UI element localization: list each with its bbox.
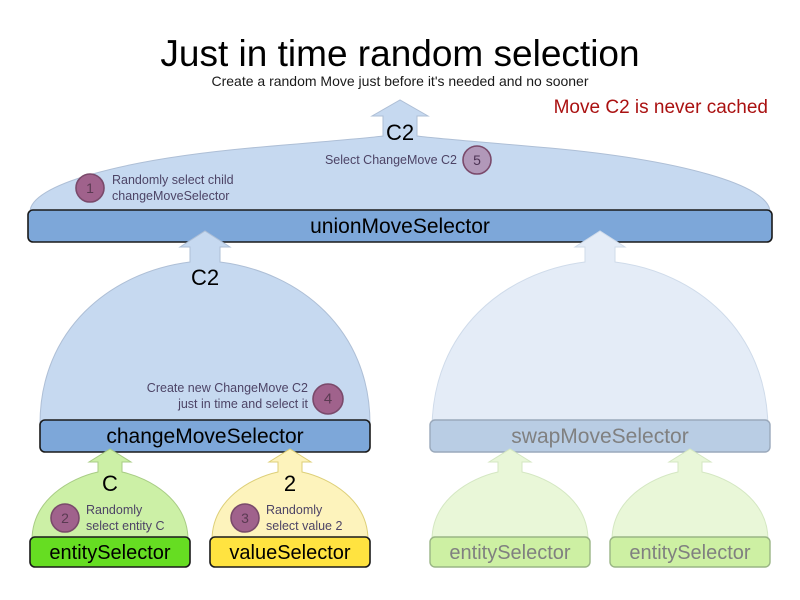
step-4-line-1: Create new ChangeMove C2 [147,381,308,395]
arrow-swap-to-union [431,230,769,431]
node-entity-selector-swap-a[interactable]: entitySelector [429,536,591,568]
arrow-change-to-union [39,230,371,425]
step-2-line-2: select entity C [86,519,165,533]
step-3-line-1: Randomly [266,503,323,517]
move-label-value-left: 2 [284,471,296,496]
step-4-number: 4 [324,391,332,408]
node-union-move-selector[interactable]: unionMoveSelector [27,209,773,243]
move-label-change: C2 [191,265,219,290]
step-4-line-2: just in time and select it [177,397,308,411]
move-label-union: C2 [386,120,414,145]
step-5-number: 5 [473,152,481,168]
step-5-line-1: Select ChangeMove C2 [325,153,457,167]
step-5-badge: 5 [462,145,492,175]
node-change-move-selector-label: changeMoveSelector [106,425,303,448]
step-3-line-2: select value 2 [266,519,342,533]
step-1-number: 1 [86,180,94,196]
step-3-badge: 3 [230,503,260,533]
step-2-number: 2 [61,510,69,526]
node-entity-selector-swap-b[interactable]: entitySelector [609,536,771,568]
node-value-selector-left-label: valueSelector [229,542,351,564]
step-2-line-1: Randomly [86,503,143,517]
node-entity-selector-left[interactable]: entitySelector [29,536,191,568]
node-entity-selector-swap-a-label: entitySelector [449,542,571,564]
node-entity-selector-left-label: entitySelector [49,542,171,564]
step-1-badge: 1 [75,173,105,203]
arrow-union-to-top [29,99,771,213]
node-change-move-selector[interactable]: changeMoveSelector [39,419,371,453]
page-subtitle: Create a random Move just before it's ne… [211,73,588,89]
node-entity-selector-swap-b-label: entitySelector [629,542,751,564]
step-1-line-2: changeMoveSelector [112,189,229,203]
page-title: Just in time random selection [160,33,639,74]
step-3-number: 3 [241,510,249,526]
node-swap-move-selector-label: swapMoveSelector [511,425,688,448]
arrow-entity-swap-a-to-swap [431,448,589,541]
arrow-entity-swap-b-to-swap [611,448,769,541]
node-swap-move-selector[interactable]: swapMoveSelector [429,419,771,453]
node-value-selector-left[interactable]: valueSelector [209,536,371,568]
step-4-badge: 4 [312,383,344,415]
node-union-move-selector-label: unionMoveSelector [310,215,490,238]
step-1-line-1: Randomly select child [112,173,234,187]
cache-warning-text: Move C2 is never cached [554,97,768,118]
step-2-badge: 2 [50,503,80,533]
move-label-entity-left: C [102,471,118,496]
